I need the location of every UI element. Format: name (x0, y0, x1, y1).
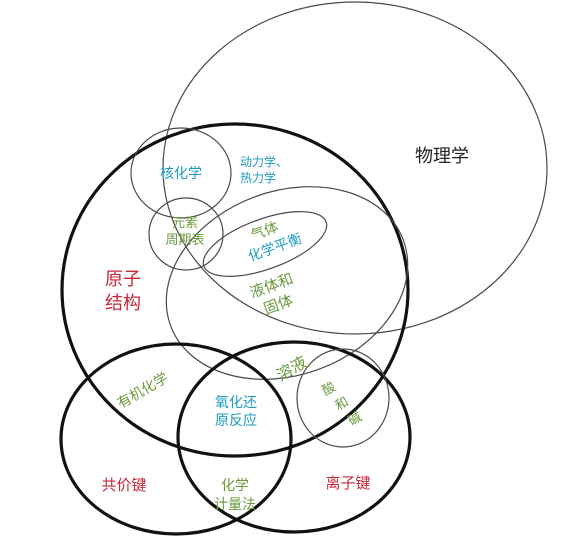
periodic-table-circle (148, 197, 224, 271)
inorganic-circle (176, 340, 412, 534)
physics-label: 物理学 (415, 146, 469, 167)
organic-chemistry-circle (59, 342, 293, 536)
liquid-solid-ellipse (165, 186, 409, 380)
nuclear-chemistry-label: 核化学 (160, 166, 202, 182)
acid-base-label-2: 和 (333, 395, 352, 414)
periodic-table-label-1: 元素 (172, 216, 198, 231)
solution-label: 溶液 (273, 352, 310, 384)
stoichiometry-label-1: 化学 (221, 478, 249, 494)
organic-chemistry-label: 有机化学 (115, 370, 171, 412)
acid-base-label-1: 酸 (320, 380, 339, 399)
redox-label-1: 氧化还 (215, 395, 257, 411)
acid-base-label-3: 碱 (346, 410, 365, 429)
nuclear-chemistry-circle (130, 127, 232, 219)
ionic-bond-label: 离子键 (325, 474, 370, 492)
atomic-structure-circle (60, 122, 410, 458)
gas-equilibrium-ellipse (202, 211, 328, 277)
dynamics-thermodynamics-label-2: 热力学 (240, 170, 276, 185)
stoichiometry-label-2: 计量法 (214, 497, 256, 513)
acid-base-circle (296, 348, 390, 448)
redox-label-2: 原反应 (215, 412, 257, 429)
dynamics-thermodynamics-label-1: 动力学、 (240, 154, 288, 169)
atomic-structure-label-2: 结构 (105, 293, 141, 314)
covalent-bond-label: 共价键 (101, 476, 146, 494)
periodic-table-label-2: 周期表 (165, 233, 204, 248)
atomic-structure-label-1: 原子 (105, 269, 141, 290)
physics-circle (162, 1, 548, 335)
